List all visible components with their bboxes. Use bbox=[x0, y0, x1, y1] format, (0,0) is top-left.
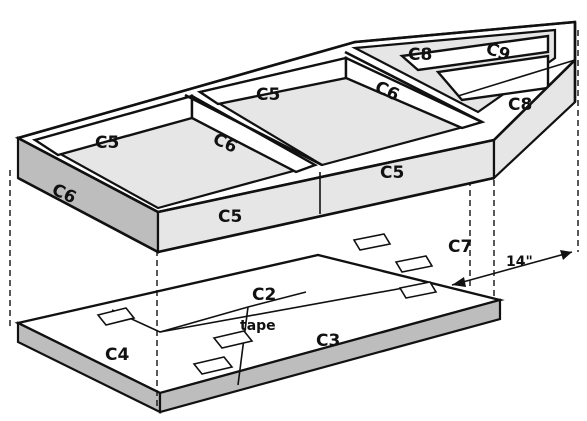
tape-piece-3 bbox=[192, 356, 234, 375]
base-seam-mid bbox=[159, 284, 421, 333]
dimension-14in bbox=[451, 250, 573, 287]
divider-1 bbox=[184, 93, 323, 167]
tray-bottom-edge bbox=[17, 176, 495, 254]
label-14-inch: 14" bbox=[506, 254, 533, 270]
tape-pieces bbox=[96, 233, 438, 375]
label-tape: tape bbox=[240, 318, 276, 334]
tape-piece-1 bbox=[96, 307, 136, 326]
label-c4: C4 bbox=[105, 345, 129, 365]
label-c7: C7 bbox=[448, 237, 472, 257]
label-c5-front-right: C5 bbox=[380, 163, 404, 183]
divider-3 bbox=[457, 59, 576, 97]
tape-piece-4 bbox=[352, 233, 392, 251]
dimension-line bbox=[451, 251, 573, 286]
base-seam-left bbox=[111, 291, 307, 333]
label-c3: C3 bbox=[316, 331, 340, 351]
label-c5-left-back: C5 bbox=[95, 133, 119, 153]
dimension-arrow-left bbox=[452, 277, 466, 287]
right-inner-back-wall bbox=[399, 34, 550, 72]
base-front-right-edge bbox=[158, 298, 502, 414]
base-panel bbox=[14, 253, 505, 414]
label-c8-back: C8 bbox=[408, 45, 432, 65]
tape-piece-2 bbox=[212, 330, 254, 349]
divider-2 bbox=[344, 50, 483, 124]
label-c5-front-left: C5 bbox=[218, 207, 242, 227]
label-c8-front: C8 bbox=[508, 95, 532, 115]
dimension-arrow-right bbox=[560, 250, 572, 260]
tape-piece-5 bbox=[394, 255, 434, 273]
middle-inner-right-wall bbox=[344, 56, 486, 130]
top-tray bbox=[14, 20, 577, 254]
labels: C5 C6 C6 C5 C5 C6 C5 C8 C9 C8 C2 tape C3… bbox=[49, 39, 533, 365]
rim-back-edge bbox=[17, 20, 576, 140]
label-c5-middle-back: C5 bbox=[256, 85, 280, 105]
base-seam-front bbox=[237, 306, 249, 386]
label-c2: C2 bbox=[252, 285, 276, 305]
rim-front-edge bbox=[17, 59, 576, 214]
tape-piece-6 bbox=[398, 281, 438, 299]
